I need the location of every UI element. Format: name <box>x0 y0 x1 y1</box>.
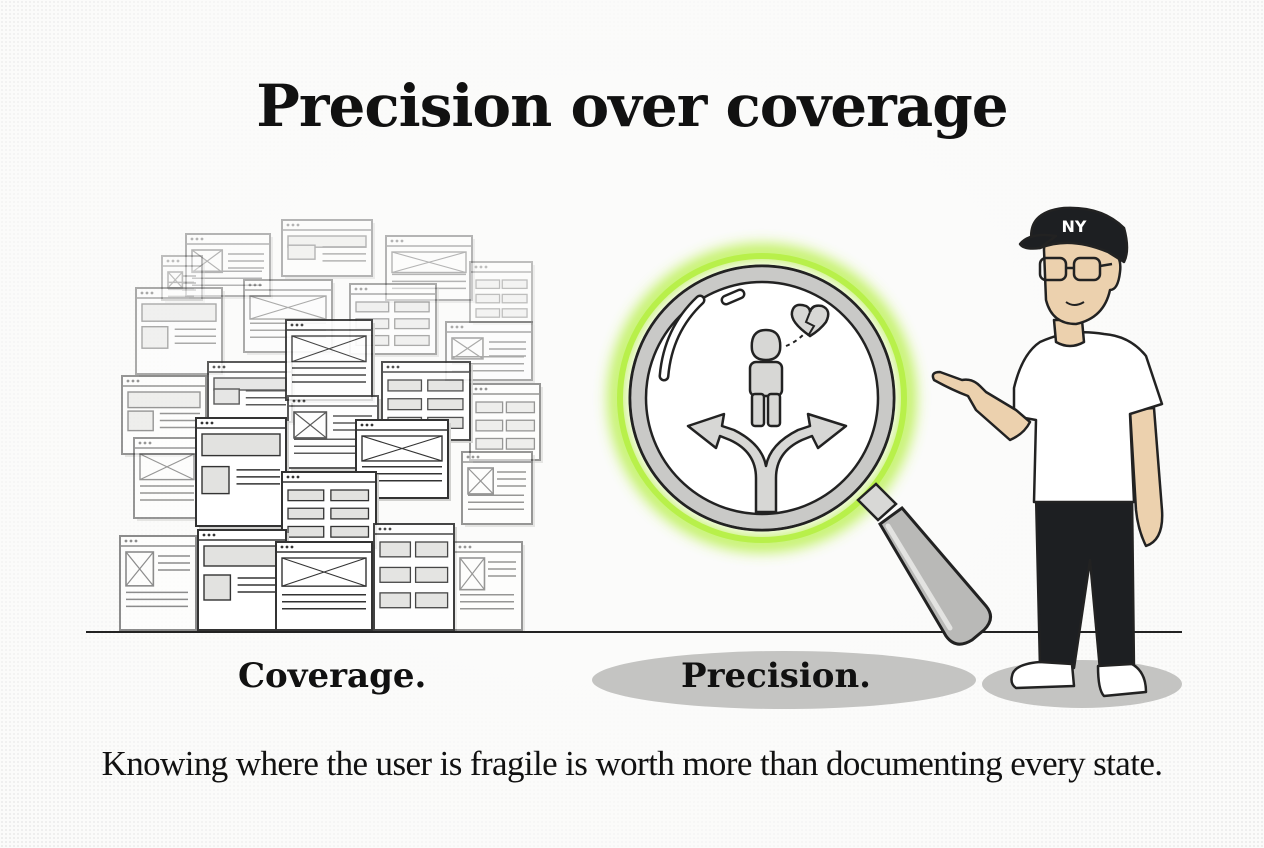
precision-label: Precision. <box>681 656 872 696</box>
wireframe-page <box>281 471 379 551</box>
page-title: Precision over coverage <box>256 72 1008 140</box>
wireframe-page <box>281 219 375 279</box>
wireframe-page <box>275 541 375 633</box>
wireframe-page <box>385 235 475 303</box>
wireframe-page <box>119 535 199 633</box>
heart-broken-icon <box>790 303 830 338</box>
wireframe-page <box>469 383 543 463</box>
wireframe-page <box>373 523 457 633</box>
wireframe-page <box>161 255 205 303</box>
caption: Knowing where the user is fragile is wor… <box>101 744 1163 783</box>
coverage-label: Coverage. <box>238 656 427 696</box>
person <box>931 206 1164 698</box>
wireframe-page <box>285 319 375 403</box>
wireframe-page <box>133 437 203 521</box>
wireframe-page <box>185 233 273 299</box>
thought-line <box>785 333 805 347</box>
wireframe-page <box>197 529 289 633</box>
fork-arrows-icon <box>686 412 848 514</box>
wireframe-page <box>453 541 525 633</box>
cap-logo: NY <box>1062 217 1087 236</box>
precision-shadow <box>592 651 976 709</box>
wireframe-page <box>207 361 295 425</box>
wireframe-page <box>195 417 289 529</box>
wireframe-pile <box>119 219 543 633</box>
person-icon <box>748 328 784 428</box>
wireframe-page <box>461 451 535 527</box>
wireframe-page <box>469 261 535 325</box>
